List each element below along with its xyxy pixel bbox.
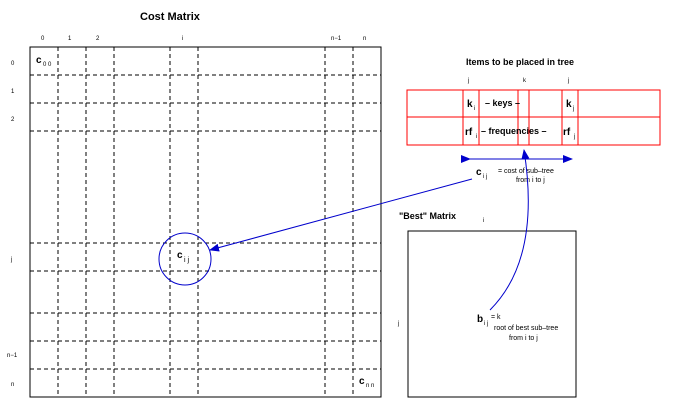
cij-definition: c i j = cost of sub–tree from i to j (476, 167, 554, 184)
cost-col-label-2: 2 (96, 36, 100, 42)
items-marker-right: j (567, 78, 569, 84)
key-left: k (467, 99, 473, 110)
cij-def-symbol: c (476, 167, 482, 178)
bij-subscript: i j (484, 321, 488, 327)
cost-matrix-col-labels: 0 1 2 i n−1 n (41, 36, 366, 42)
cost-row-label-j: j (10, 257, 12, 263)
cost-row-label-0: 0 (11, 61, 15, 67)
cell-c00-symbol: c (36, 55, 42, 66)
cij-def-line2: from i to j (516, 177, 545, 184)
cij-highlight-circle (158, 232, 212, 286)
cell-cij-subscript: i j (184, 257, 190, 264)
bij-symbol: b (477, 314, 483, 325)
cost-matrix-title: Cost Matrix (140, 11, 201, 23)
cell-cnn-subscript: n n (366, 383, 374, 389)
cost-matrix-frame (29, 46, 382, 398)
cost-col-label-n-1: n−1 (331, 36, 342, 42)
key-left-subscript: i (474, 106, 475, 112)
cell-c00: c 0 0 (36, 55, 52, 68)
freq-left: rf (465, 127, 473, 138)
key-right-subscript: j (572, 106, 574, 112)
key-right: k (566, 99, 572, 110)
freq-left-subscript: i (476, 134, 477, 140)
cost-row-label-1: 1 (11, 89, 15, 95)
cost-matrix-row-labels: 0 1 2 j n−1 n (7, 61, 18, 388)
items-row-keys: k i – keys – k j (467, 98, 574, 112)
bij-line1: root of best sub–tree (494, 325, 558, 332)
cost-matrix-grid (30, 47, 381, 397)
cij-def-subscript: i j (483, 174, 487, 180)
items-table (406, 89, 661, 146)
items-col-markers: j k j (467, 78, 569, 84)
cell-cnn: c n n (359, 376, 374, 389)
bij-to-k-arrow (489, 149, 530, 311)
cost-col-label-1: 1 (68, 36, 72, 42)
items-row-frequencies: rf i – frequencies – rf j (465, 126, 575, 140)
bij-definition: b i j = k root of best sub–tree from i t… (477, 314, 558, 342)
freq-right: rf (563, 127, 571, 138)
items-table-title: Items to be placed in tree (466, 57, 574, 67)
cell-c00-subscript: 0 0 (43, 62, 52, 68)
best-matrix-frame (407, 230, 577, 398)
items-marker-left: j (467, 78, 469, 84)
cost-row-label-2: 2 (11, 117, 15, 123)
items-marker-mid: k (523, 78, 527, 84)
bij-eq: = k (491, 314, 501, 321)
frequencies-label: – frequencies – (481, 126, 547, 136)
cell-cij: c i j (177, 250, 190, 264)
cost-col-label-0: 0 (41, 36, 45, 42)
cij-pointer-arrow (209, 178, 473, 252)
cell-cij-symbol: c (177, 250, 183, 261)
cost-row-label-n: n (11, 382, 14, 388)
bij-line2: from i to j (509, 335, 538, 342)
cost-col-label-n: n (363, 36, 366, 42)
best-matrix-title: "Best" Matrix (399, 211, 456, 221)
freq-right-subscript: j (573, 134, 575, 140)
best-matrix-row-label: j (397, 321, 399, 327)
keys-label: – keys – (485, 98, 520, 108)
cij-def-eq: = cost of sub–tree (498, 168, 554, 175)
best-matrix-col-label: i (483, 218, 484, 224)
cost-col-label-i: i (182, 36, 183, 42)
cost-row-label-n-1: n−1 (7, 353, 18, 359)
cell-cnn-symbol: c (359, 376, 365, 387)
